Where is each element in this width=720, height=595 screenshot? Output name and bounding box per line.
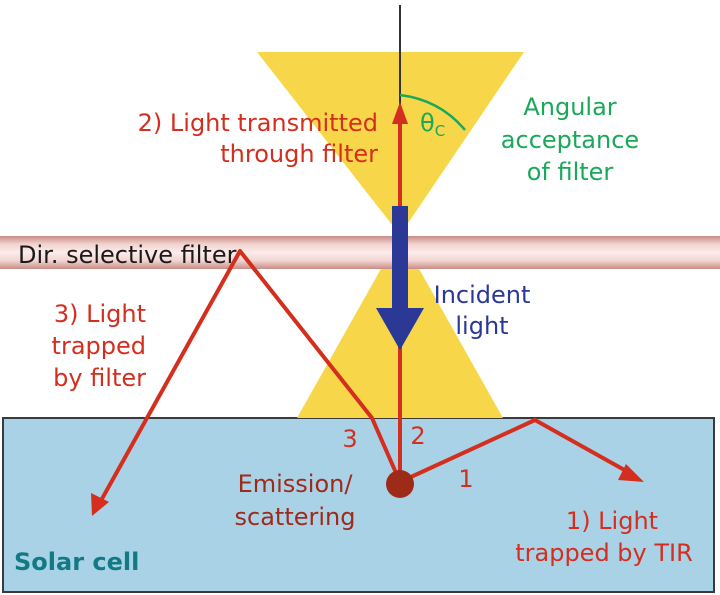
emission-label-line2: scattering	[235, 503, 356, 531]
path-number-1: 1	[458, 465, 473, 493]
transmitted-label-line1: 2) Light transmitted	[138, 109, 378, 137]
incident-label-line1: Incident	[434, 281, 531, 309]
solar-cell-label: Solar cell	[14, 548, 139, 576]
selective-filter-band	[0, 236, 720, 269]
tir-trapped-ray	[399, 418, 629, 484]
filter-trapped-arrowhead	[91, 493, 109, 516]
incident-ray	[392, 206, 408, 310]
incident-label-line2: light	[455, 312, 508, 340]
acceptance-cone-upper	[257, 52, 524, 235]
acceptance-angle-arc	[399, 93, 466, 131]
transmitted-arrowhead	[392, 102, 408, 124]
tir-label-line1: 1) Light	[566, 507, 658, 535]
solar-cell-body	[2, 417, 715, 593]
emission-point	[386, 470, 414, 498]
tir-trapped-arrowhead	[618, 464, 644, 482]
emission-label-line1: Emission/	[238, 470, 354, 498]
trapped-filter-label-line1: 3) Light	[54, 300, 146, 328]
incident-arrowhead	[376, 308, 424, 350]
filter-trapped-ray	[96, 249, 402, 507]
trapped-filter-label-line2: trapped	[52, 332, 146, 360]
trapped-filter-label-line3: by filter	[53, 364, 146, 392]
theta-symbol: θC	[420, 109, 445, 140]
path-number-2: 2	[410, 422, 425, 450]
transmitted-label-line2: through filter	[220, 140, 378, 168]
filter-label: Dir. selective filter	[18, 241, 237, 269]
tir-label-line2: trapped by TIR	[515, 539, 693, 567]
path-number-3: 3	[342, 425, 357, 453]
acceptance-label-line2: acceptance	[501, 126, 639, 154]
acceptance-label-line1: Angular	[523, 93, 616, 121]
acceptance-label-line3: of filter	[527, 158, 614, 186]
